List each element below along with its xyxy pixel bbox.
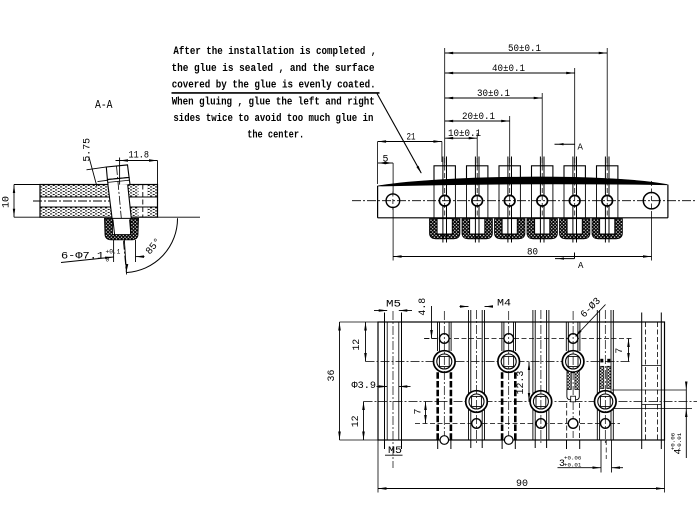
svg-text:0: 0 <box>106 257 110 264</box>
svg-text:the glue is sealed , and the s: the glue is sealed , and the surface <box>172 63 375 75</box>
svg-text:50±0.1: 50±0.1 <box>508 43 541 54</box>
svg-text:21: 21 <box>407 132 416 143</box>
svg-text:7: 7 <box>614 348 625 354</box>
svg-text:+0.01: +0.01 <box>564 461 582 468</box>
svg-text:40±0.1: 40±0.1 <box>492 63 525 74</box>
svg-text:covered by the glue is evenly: covered by the glue is evenly coated. <box>172 80 376 92</box>
svg-text:5: 5 <box>383 154 389 165</box>
svg-text:+0.06: +0.06 <box>670 432 677 450</box>
svg-text:M5: M5 <box>388 445 402 456</box>
svg-text:M4: M4 <box>497 298 511 309</box>
svg-text:20±0.1: 20±0.1 <box>462 111 495 122</box>
svg-text:36: 36 <box>326 370 337 382</box>
svg-text:12: 12 <box>350 415 361 427</box>
svg-text:80: 80 <box>527 247 538 258</box>
svg-text:A-A: A-A <box>95 99 113 112</box>
svg-text:6-Φ7.1: 6-Φ7.1 <box>61 252 104 263</box>
svg-text:A: A <box>578 261 584 271</box>
svg-text:10±0.1: 10±0.1 <box>448 128 481 139</box>
svg-text:10: 10 <box>1 196 12 208</box>
svg-text:+0.06: +0.06 <box>564 454 582 461</box>
svg-text:M5: M5 <box>386 299 401 310</box>
svg-text:+0.1: +0.1 <box>106 249 121 256</box>
svg-text:7: 7 <box>412 408 423 414</box>
svg-text:After the installation is comp: After the installation is completed , <box>173 46 376 58</box>
svg-text:5.75: 5.75 <box>82 138 93 162</box>
svg-text:11.8: 11.8 <box>129 150 150 161</box>
svg-text:-0.01: -0.01 <box>676 432 683 450</box>
svg-text:3: 3 <box>559 458 565 469</box>
svg-text:12.3: 12.3 <box>515 371 526 395</box>
svg-text:sides twice to avoid too much: sides twice to avoid too much glue in <box>173 113 373 125</box>
svg-text:When gluing , glue the left an: When gluing , glue the left and right <box>172 96 375 108</box>
svg-text:30±0.1: 30±0.1 <box>477 88 510 99</box>
svg-text:the center.: the center. <box>247 129 304 141</box>
svg-text:4: 4 <box>673 448 684 454</box>
svg-text:4.8: 4.8 <box>417 298 428 316</box>
svg-text:90: 90 <box>516 478 528 489</box>
svg-text:Φ3.9: Φ3.9 <box>352 380 377 391</box>
svg-text:A: A <box>578 143 584 153</box>
svg-text:12: 12 <box>351 339 362 351</box>
